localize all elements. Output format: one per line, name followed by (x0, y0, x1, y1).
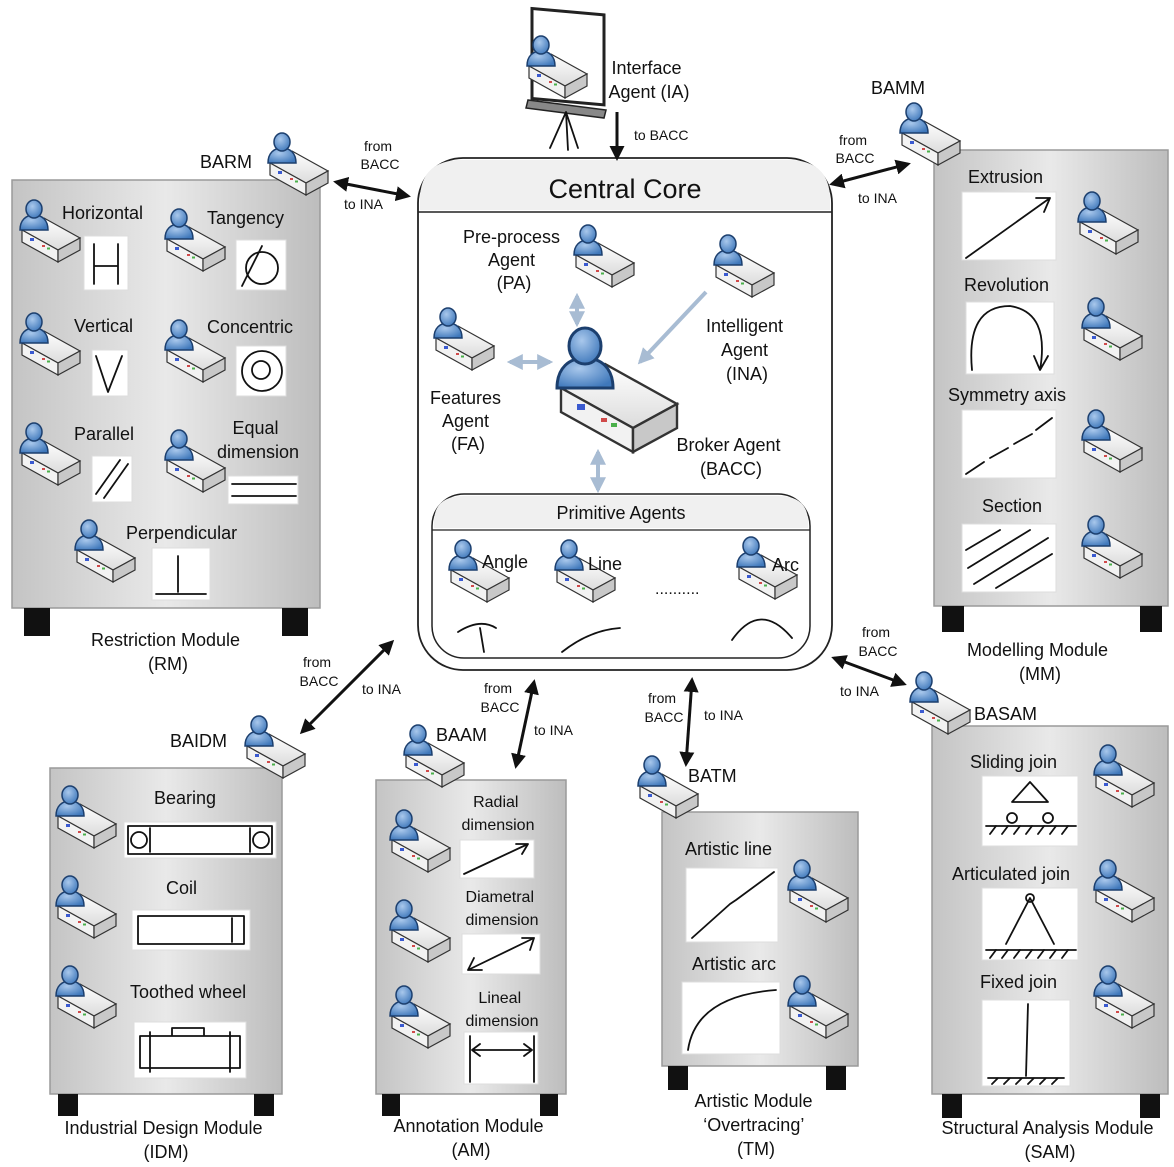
baam-label: BAAM (436, 725, 487, 745)
articulated-join-label: Articulated join (952, 864, 1070, 884)
tangency-label: Tangency (207, 208, 284, 228)
basam-to-ina-label: to INA (840, 683, 880, 699)
primitive-arc-label: Arc (772, 555, 799, 575)
industrial-design-module: BAIDM Bearing Coil Toothed wheel Industr… (49, 715, 306, 1162)
vertical-label: Vertical (74, 316, 133, 336)
batm-to-ina-label: to INA (704, 707, 744, 723)
perpendicular-label: Perpendicular (126, 523, 237, 543)
bamm-to-ina-label: to INA (858, 190, 898, 206)
artistic-line-label: Artistic line (685, 839, 772, 859)
fixed-join-label: Fixed join (980, 972, 1057, 992)
barm-from-bacc-label: from BACC (361, 138, 400, 172)
basam-core-arrow (831, 655, 907, 687)
angle-sketch (457, 622, 497, 653)
intelligent-agent-label: Intelligent Agent (INA) (706, 316, 788, 384)
batm-from-bacc-label: from BACC (645, 690, 684, 725)
toothed-wheel-label: Toothed wheel (130, 982, 246, 1002)
modelling-module-label: Modelling Module (MM) (967, 640, 1113, 684)
batm-label: BATM (688, 766, 737, 786)
batm-core-arrow (679, 677, 699, 767)
artistic-arc-label: Artistic arc (692, 954, 776, 974)
barm-core-arrow (333, 176, 411, 202)
modelling-module: BAMM Extrusion Revolution Symmetry axis … (871, 78, 1169, 684)
artistic-module-label: Artistic Module ‘Overtracing’ (TM) (694, 1091, 817, 1159)
arc-sketch (731, 618, 793, 641)
annotation-module: BAAM Radial dimension Diametral dimensio… (375, 724, 567, 1160)
sliding-join-label: Sliding join (970, 752, 1057, 772)
basam-agent-icon (909, 671, 971, 735)
restriction-module-label: Restriction Module (RM) (91, 630, 245, 674)
primitive-agents-title: Primitive Agents (556, 503, 685, 523)
equal-dimension-label: Equal dimension (217, 418, 299, 462)
symmetry-axis-label: Symmetry axis (948, 385, 1066, 405)
bamm-agent-icon (899, 102, 961, 166)
lineal-dimension-label: Lineal dimension (466, 990, 539, 1030)
line-sketch (561, 627, 621, 653)
primitive-agents-box: Primitive Agents Angle Line Arc ........… (431, 493, 811, 659)
baidm-label: BAIDM (170, 731, 227, 751)
basam-label: BASAM (974, 704, 1037, 724)
ina-broker-arrow (637, 290, 708, 365)
extrusion-label: Extrusion (968, 167, 1043, 187)
revolution-label: Revolution (964, 275, 1049, 295)
bearing-label: Bearing (154, 788, 216, 808)
restriction-module: BARM Horizontal Tangency Vertical Concen… (11, 132, 329, 674)
preprocess-agent-label: Pre-process Agent (PA) (463, 227, 565, 293)
core-title: Central Core (548, 174, 701, 204)
primitive-line-label: Line (588, 554, 622, 574)
broker-agent-label: Broker Agent (BACC) (676, 435, 785, 479)
diametral-dimension-label: Diametral dimension (466, 889, 539, 929)
features-agent-label: Features Agent (FA) (430, 388, 506, 454)
basam-from-bacc-label: from BACC (859, 624, 898, 659)
baam-to-ina-label: to INA (534, 722, 574, 738)
parallel-label: Parallel (74, 424, 134, 444)
barm-label: BARM (200, 152, 252, 172)
baam-from-bacc-label: from BACC (481, 680, 520, 715)
bamm-from-bacc-label: from BACC (836, 132, 875, 166)
interface-agent: Interface Agent (IA) to BACC (525, 6, 690, 161)
ia-to-bacc-label: to BACC (634, 127, 688, 143)
annotation-module-label: Annotation Module (AM) (393, 1116, 548, 1160)
baidm-from-bacc-label: from BACC (300, 654, 339, 689)
industrial-module-label: Industrial Design Module (IDM) (64, 1118, 267, 1162)
barm-to-ina-label: to INA (344, 196, 384, 212)
coil-label: Coil (166, 878, 197, 898)
structural-module-label: Structural Analysis Module (SAM) (941, 1118, 1158, 1162)
primitive-angle-label: Angle (482, 552, 528, 572)
section-label: Section (982, 496, 1042, 516)
concentric-label: Concentric (207, 317, 293, 337)
bamm-core-arrow (829, 159, 911, 189)
baidm-core-arrow (299, 639, 395, 735)
primitive-dots: .......... (655, 581, 699, 598)
structural-module: BASAM Sliding join Articulated join Fixe… (909, 671, 1169, 1162)
artistic-module: BATM Artistic line Artistic arc Artistic… (637, 755, 859, 1159)
baidm-to-ina-label: to INA (362, 681, 402, 697)
central-core: Central Core Pre-process Agent (PA) Inte… (417, 157, 833, 671)
radial-dimension-label: Radial dimension (462, 794, 535, 834)
baam-core-arrow (511, 679, 539, 769)
interface-agent-label: Interface Agent (IA) (608, 58, 689, 102)
bamm-label: BAMM (871, 78, 925, 98)
horizontal-label: Horizontal (62, 203, 143, 223)
